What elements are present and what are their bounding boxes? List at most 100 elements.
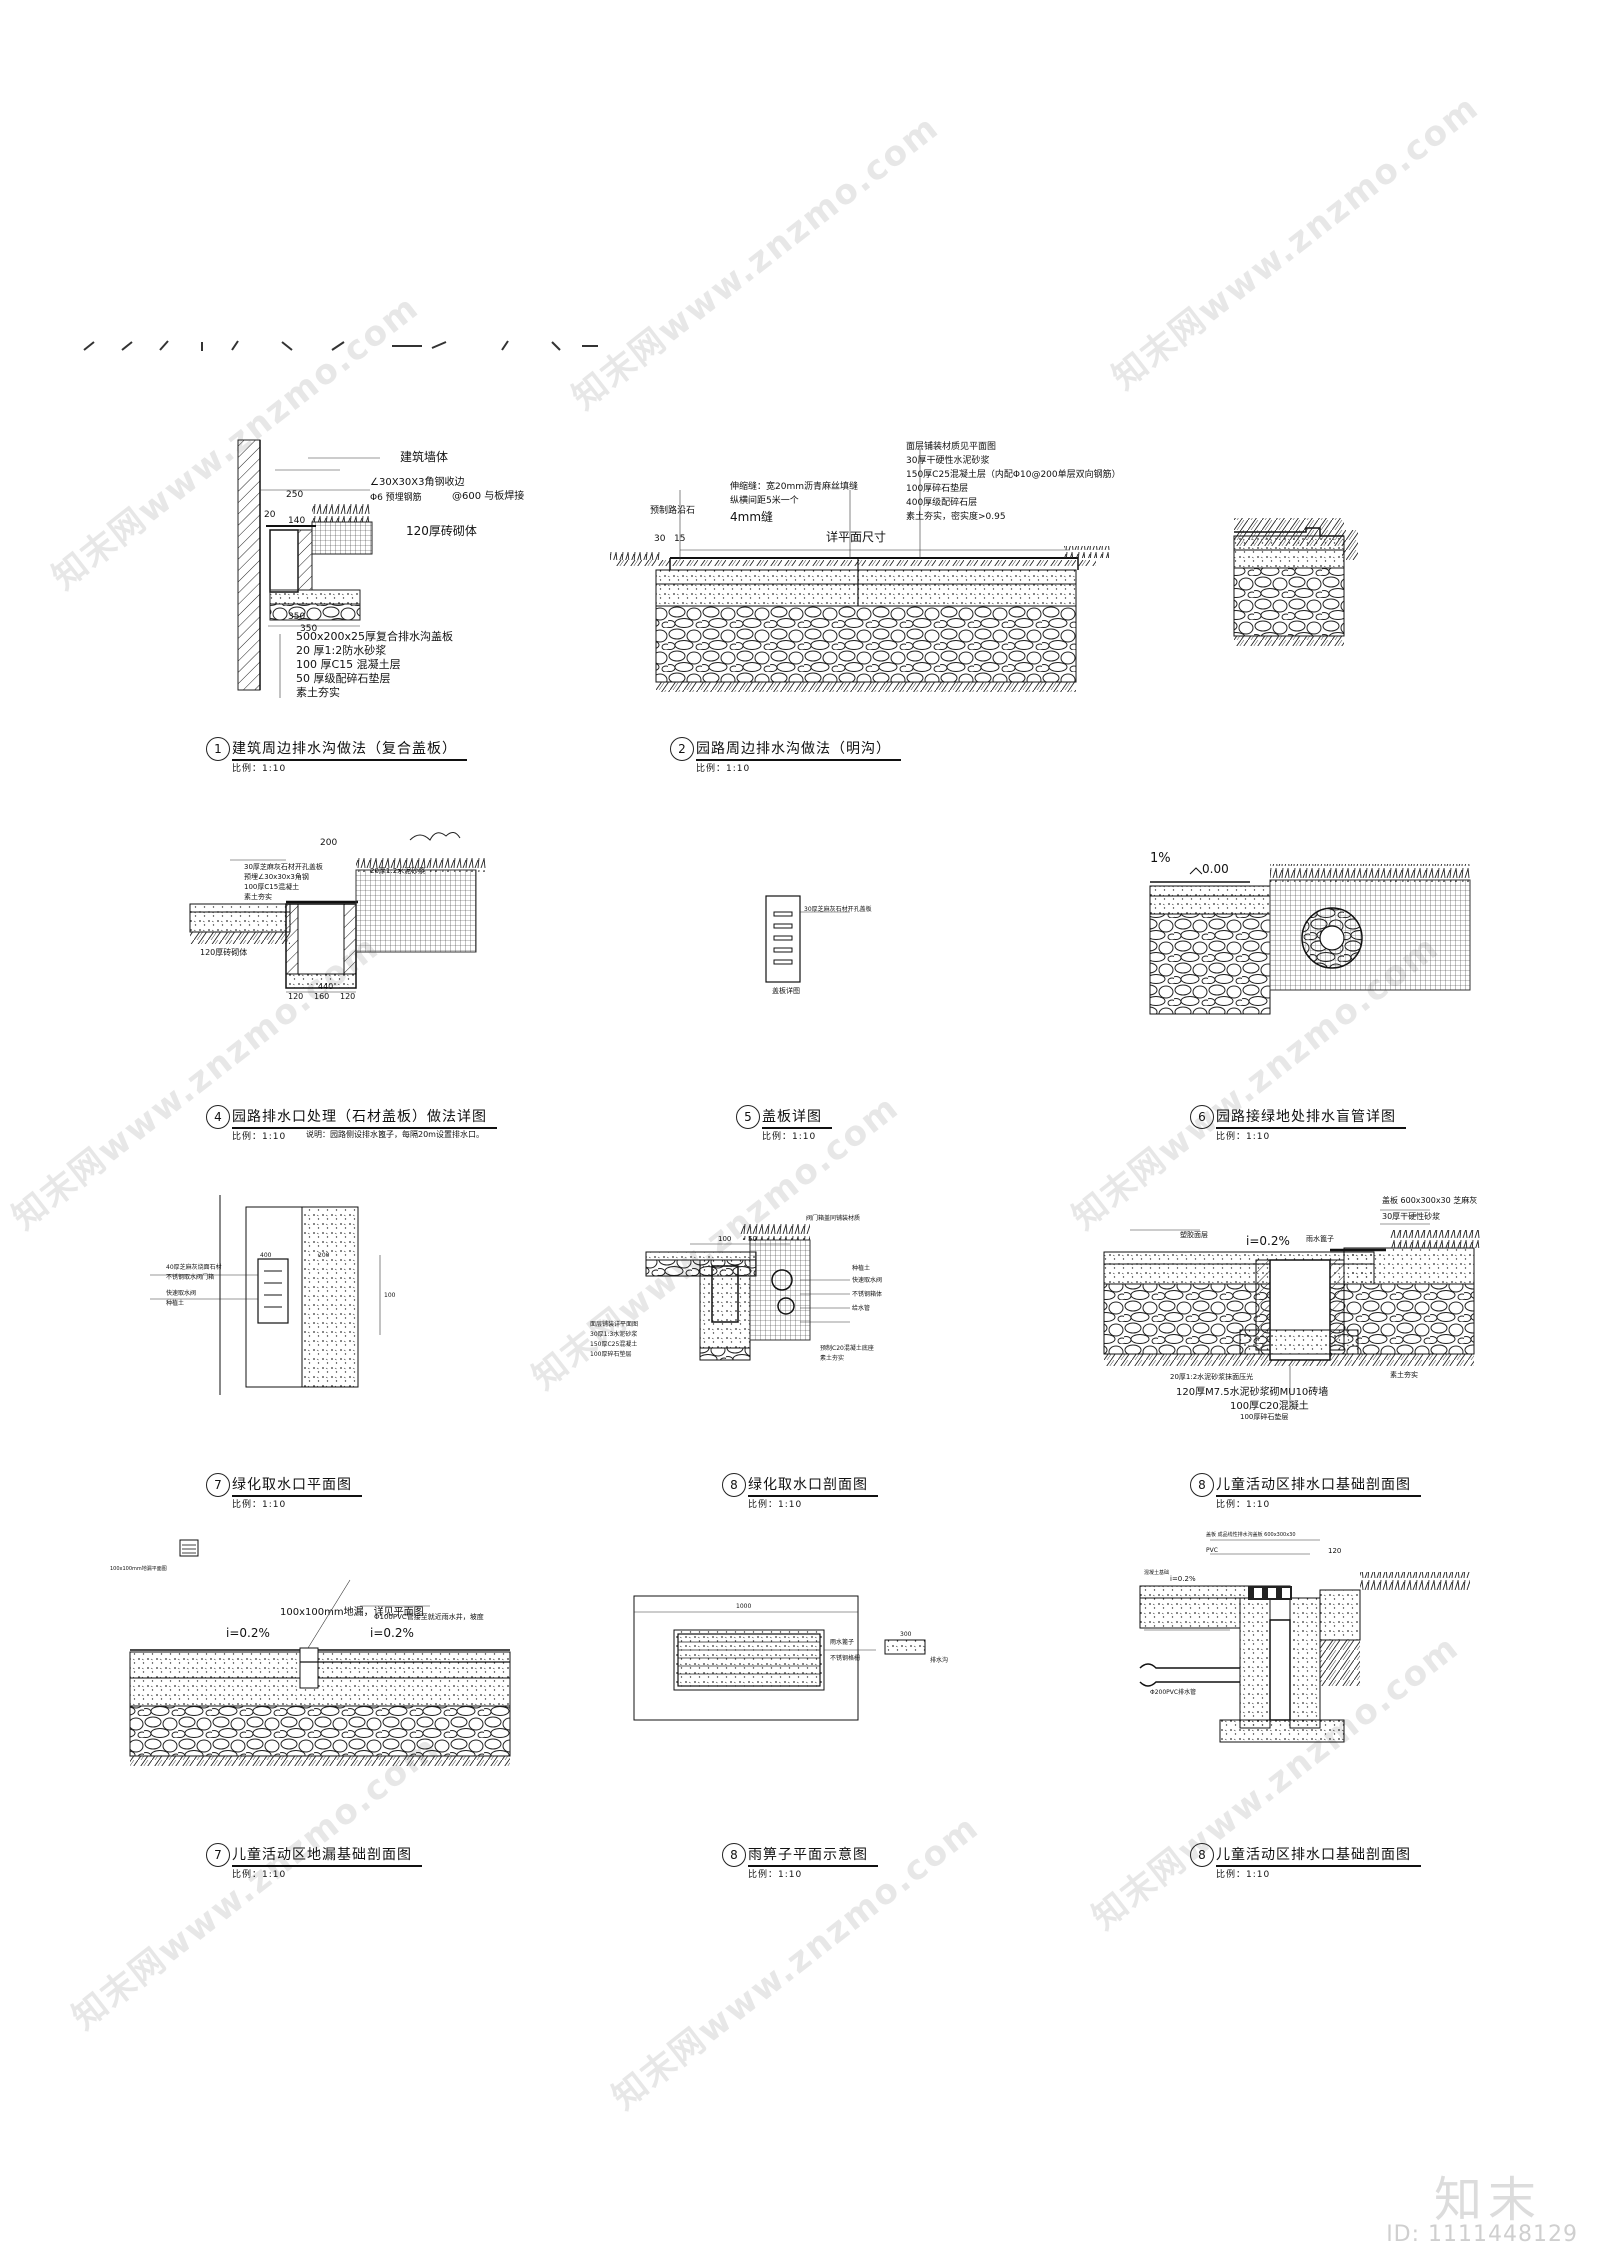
detail-1-label-concrete: 100 厚C15 混凝土层 [296,658,401,671]
detail-5-scale: 比例：1:10 [762,1132,817,1142]
detail-5-number: 5 [736,1105,760,1129]
detail-8-label-box: 不锈钢箱体 [852,1291,883,1298]
detail-10-scale: 比例：1:10 [232,1870,287,1880]
detail-8-dim-100: 100 [718,1235,732,1243]
detail-5-cover-plate: 30厚芝麻灰石材开孔盖板 盖板详图 [760,890,900,1000]
sheet-title-band [83,340,598,351]
detail-4-scale: 比例：1:10 [232,1132,287,1142]
detail-11-scale: 比例：1:10 [748,1870,803,1880]
detail-2-dim-15: 15 [674,534,686,544]
detail-2-label-gravel: 100厚碎石垫层 [906,484,969,494]
detail-1-dim-140: 140 [288,516,306,526]
detail-12-label-slope: i=0.2% [1170,1575,1196,1583]
detail-1-number: 1 [206,737,230,761]
detail-11-label-grate: 雨水篦子 [830,1639,855,1646]
detail-8-scale: 比例：1:10 [748,1500,803,1510]
detail-12-scale: 比例：1:10 [1216,1870,1271,1880]
detail-4-dim-440: 440 [318,982,334,991]
watermark-text: 知末网www.znzmo.com [564,107,947,418]
detail-9-scale: 比例：1:10 [1216,1500,1271,1510]
detail-10-label-drain: 100x100mm地漏，详见平面图 [280,1607,424,1618]
detail-8-number: 8 [722,1473,746,1497]
detail-12-number: 8 [1190,1843,1214,1867]
detail-10-label-drain-plan: 100x100mm地漏平面图 [110,1566,167,1572]
detail-1-label-mortar: 20 厚1:2防水砂浆 [296,644,387,657]
detail-2-label-mortar: 30厚干硬性水泥砂浆 [906,456,990,466]
detail-4-label-brick: 120厚砖砌体 [200,948,248,957]
detail-7-plan-drawing [150,1195,381,1395]
detail-8-label-lid: 阀门箱盖同铺装材质 [806,1215,861,1222]
detail-4-label-angle: 预埋∠30x30x3角钢 [244,873,309,881]
detail-9-title: 儿童活动区排水口基础剖面图 [1216,1474,1421,1497]
detail-9-label-slope: i=0.2% [1246,1234,1290,1248]
detail-7-dim-400: 400 [260,1252,272,1259]
detail-2-label-joint: 伸缩缝：宽20mm沥青麻丝填缝 [730,482,858,492]
detail-6-label-elev: 0.00 [1202,862,1229,876]
detail-4-section-drawing [189,832,486,993]
detail-11-dim-1000: 1000 [736,1603,752,1610]
detail-4-label-soil: 素土夯实 [244,893,272,901]
detail-9-label-soil: 素土夯实 [1390,1371,1418,1379]
detail-2-label-concrete: 150厚C25混凝土层（内配Φ10@200单层双向钢筋） [906,470,1121,480]
detail-1-title: 建筑周边排水沟做法（复合盖板） [232,738,467,761]
detail-1-dim-250: 250 [286,490,304,500]
detail-9-label-brick: 120厚M7.5水泥砂浆砌MU10砖墙 [1176,1387,1329,1398]
detail-2-open-ditch: 面层铺装材质见平面图 30厚干硬性水泥砂浆 150厚C25混凝土层（内配Φ10@… [600,430,1121,700]
watermark-text: 知末网www.znzmo.com [1104,87,1487,398]
detail-11-title: 雨箅子平面示意图 [748,1844,878,1867]
detail-6-scale: 比例：1:10 [1216,1132,1271,1142]
detail-2-section-drawing [610,450,1110,692]
detail-8-label-finish: 面层铺装详平面图 [590,1321,639,1328]
detail-7-title: 绿化取水口平面图 [232,1474,362,1497]
detail-9-play-area-outlet: 盖板 600x300x30 芝麻灰 30厚干硬性砂浆 塑胶面层 i=0.2% 雨… [1090,1190,1490,1421]
detail-9-label-plaster: 20厚1:2水泥砂浆抹面压光 [1170,1373,1254,1381]
detail-4-label-mortar: 20厚1:2水泥砂浆 [370,867,426,875]
detail-7-dim-200: 200 [318,1252,330,1259]
detail-12-label-pvc: PVC [1206,1547,1218,1554]
detail-1-label-brick: 120厚砖砌体 [406,524,477,538]
detail-5-title: 盖板详图 [762,1106,832,1129]
detail-8-dim-50: 50 [748,1235,757,1243]
detail-2-dim-30: 30 [654,534,666,544]
detail-2-label-finish: 面层铺装材质见平面图 [906,442,997,452]
detail-2-scale: 比例：1:10 [696,764,751,774]
detail-9-label-concrete: 100厚C20混凝土 [1230,1401,1309,1412]
detail-8-label-compact: 素土夯实 [820,1355,845,1362]
detail-2-label-joint-spacing: 纵横间距5米一个 [730,496,799,506]
detail-10-label-slope-left: i=0.2% [226,1626,270,1640]
detail-7-label-soil: 种植土 [166,1300,185,1307]
detail-9-label-gravel: 100厚碎石垫层 [1240,1413,1289,1421]
detail-10-label-pipe: Φ100PVC管接至就近雨水井，坡度 [374,1613,484,1621]
detail-5-plan-drawing [765,895,850,983]
detail-10-title: 儿童活动区地漏基础剖面图 [232,1844,422,1867]
detail-6-blind-drain: 1% 0.00 [1140,830,1480,1030]
detail-3-section-drawing [1233,518,1358,646]
detail-1-dim-350b: 350 [300,624,318,634]
detail-5-label-sub: 盖板详图 [772,987,800,995]
detail-9-label-mortar: 30厚干硬性砂浆 [1382,1212,1441,1221]
detail-1-scale: 比例：1:10 [232,764,287,774]
detail-12-label-base: 混凝土基础 [1144,1570,1170,1576]
detail-10-number: 7 [206,1843,230,1867]
detail-9-section-drawing [1103,1209,1480,1410]
detail-4-label-cover: 30厚芝麻灰石材开孔盖板 [244,863,323,871]
detail-7-label-valve: 快速取水阀 [166,1290,197,1297]
detail-1-label-cover: 500x200x25厚复合排水沟盖板 [296,630,454,643]
document-id: ID: 1111448129 [1386,2222,1578,2247]
detail-1-dim-20: 20 [264,510,276,520]
detail-7-water-intake-plan: 40厚芝麻灰烧面石材 不锈钢取水阀门箱 快速取水阀 种植土 200 100 40… [150,1195,410,1395]
detail-4-dim-200: 200 [320,838,338,848]
detail-12-label-cover: 盖板 成品线性排水沟盖板 600x300x30 [1206,1532,1296,1538]
detail-5-label-cover: 30厚芝麻灰石材开孔盖板 [804,906,872,913]
detail-12-dim-120: 120 [1328,1547,1342,1555]
detail-1-label-rebar-spacing: @600 与板焊接 [452,491,525,502]
detail-2-number: 2 [670,737,694,761]
